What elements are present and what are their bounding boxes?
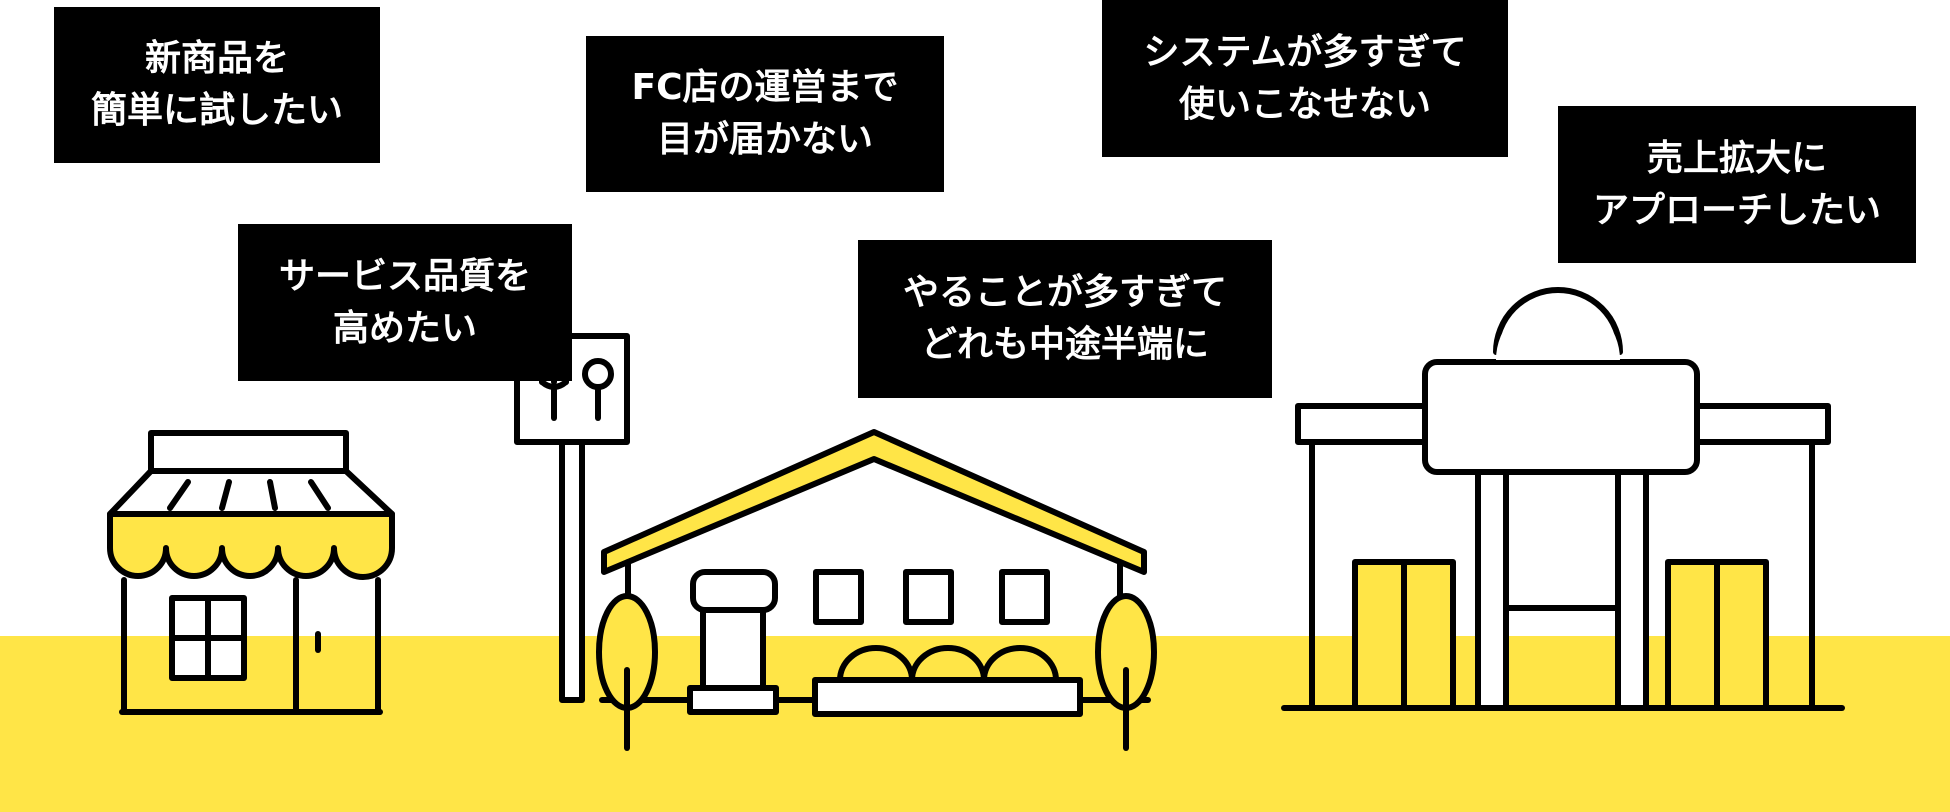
speech-bubble-new-products: 新商品を 簡単に試したい <box>54 7 380 163</box>
bubble-line: FC店の運営まで <box>631 67 899 108</box>
bubble-line: 目が届かない <box>656 119 873 160</box>
speech-bubble-fc-management: FC店の運営まで 目が届かない <box>586 36 944 192</box>
restaurant-house-icon <box>599 429 1151 717</box>
speech-bubble-too-many-systems: システムが多すぎて 使いこなせない <box>1102 0 1508 157</box>
tree-icon <box>1095 593 1157 751</box>
bubble-line: やることが多すぎて <box>902 272 1227 313</box>
bubble-line: 使いこなせない <box>1178 83 1431 125</box>
large-store-icon <box>1281 287 1845 711</box>
speech-bubble-sales-expansion: 売上拡大に アプローチしたい <box>1558 106 1916 263</box>
tree-icon <box>596 593 658 751</box>
bubble-line: サービス品質を <box>278 255 531 297</box>
speech-bubble-service-quality: サービス品質を 高めたい <box>238 224 572 381</box>
bubble-line: 高めたい <box>332 307 477 349</box>
bubble-line: アプローチしたい <box>1592 189 1881 231</box>
shop-awning-icon <box>107 430 395 715</box>
bubble-line: 新商品を <box>144 38 289 79</box>
bubble-line: どれも中途半端に <box>920 324 1209 365</box>
speech-bubble-too-much-to-do: やることが多すぎて どれも中途半端に <box>858 240 1272 398</box>
bubble-line: 簡単に試したい <box>90 90 343 131</box>
bubble-line: システムが多すぎて <box>1143 31 1467 73</box>
bubble-line: 売上拡大に <box>1646 137 1827 179</box>
